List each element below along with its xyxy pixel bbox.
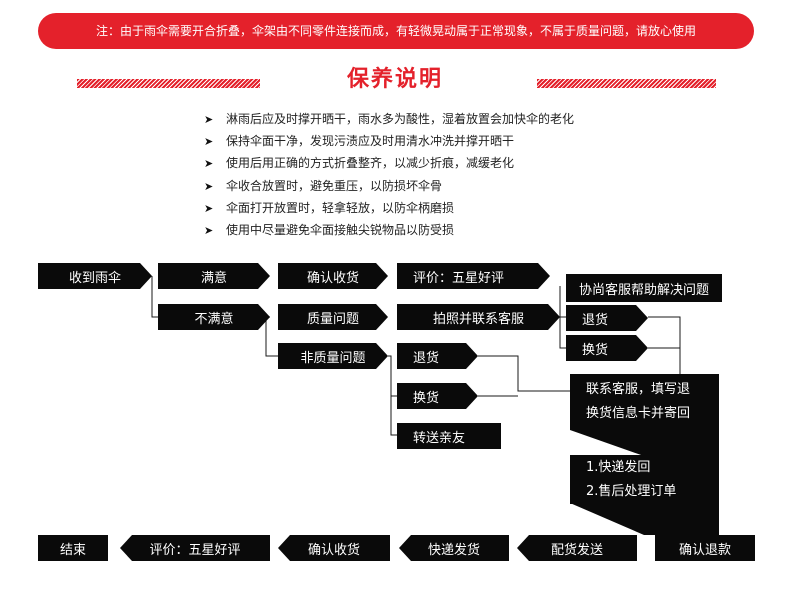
exchange-step-right: 换货	[566, 335, 648, 361]
arrow-bullet-icon: ➤	[204, 223, 214, 237]
arrow-bullet-icon: ➤	[204, 135, 214, 149]
confirm-receipt-step-bottom: 确认收货	[278, 535, 390, 561]
exchange-step-left: 换货	[397, 383, 478, 409]
satisfied-step: 满意	[158, 263, 270, 289]
confirm-refund-step: 确认退款	[655, 535, 755, 561]
care-tip: ➤伞收合放置时，避免重压，以防损坏伞骨	[204, 175, 574, 197]
quality-issue-step: 质量问题	[278, 304, 388, 330]
receive-umbrella-step: 收到雨伞	[38, 263, 152, 289]
review-step-top: 评价：五星好评	[397, 263, 550, 289]
arrow-bullet-icon: ➤	[204, 201, 214, 215]
end-step: 结束	[38, 535, 108, 561]
care-tip: ➤保持伞面干净，发现污渍应及时用清水冲洗并撑开晒干	[204, 130, 574, 152]
notice-banner: 注：由于雨伞需要开合折叠，伞架由不同零件连接而成，有轻微晃动属于正常现象，不属于…	[38, 13, 754, 49]
care-tip: ➤伞面打开放置时，轻拿轻放，以防伞柄磨损	[204, 197, 574, 219]
arrow-bullet-icon: ➤	[204, 179, 214, 193]
cs-help-step: 协尚客服帮助解决问题	[566, 274, 722, 302]
return-step-right: 退货	[566, 305, 648, 331]
title-decoration-right	[537, 79, 716, 88]
care-tip: ➤使用后用正确的方式折叠整齐，以减少折痕，减缓老化	[204, 152, 574, 174]
care-tip: ➤使用中尽量避免伞面接触尖锐物品以防受损	[204, 219, 574, 241]
connector-arrow-down	[570, 503, 719, 535]
confirm-receipt-step-top: 确认收货	[278, 263, 388, 289]
unsatisfied-step: 不满意	[158, 304, 270, 330]
express-return-step: 1.快递发回 2.售后处理订单	[570, 455, 719, 504]
connector-arrow-down	[570, 430, 719, 456]
gift-to-friends-step: 转送亲友	[397, 423, 501, 449]
contact-cs-fill-card-step: 联系客服，填写退 换货信息卡并寄回	[570, 374, 719, 430]
review-step-bottom: 评价：五星好评	[120, 535, 270, 561]
photo-contact-cs-step: 拍照并联系客服	[397, 304, 560, 330]
pick-and-ship-step: 配货发送	[517, 535, 637, 561]
title-decoration-left	[77, 79, 260, 88]
return-step-left: 退货	[397, 343, 478, 369]
care-tips-list: ➤淋雨后应及时撑开晒干，雨水多为酸性，湿着放置会加快伞的老化 ➤保持伞面干净，发…	[204, 108, 574, 241]
arrow-bullet-icon: ➤	[204, 157, 214, 171]
express-ship-step: 快递发货	[399, 535, 509, 561]
section-title: 保养说明	[346, 67, 443, 92]
non-quality-issue-step: 非质量问题	[278, 343, 388, 369]
arrow-bullet-icon: ➤	[204, 113, 214, 126]
care-tip: ➤淋雨后应及时撑开晒干，雨水多为酸性，湿着放置会加快伞的老化	[204, 108, 574, 130]
